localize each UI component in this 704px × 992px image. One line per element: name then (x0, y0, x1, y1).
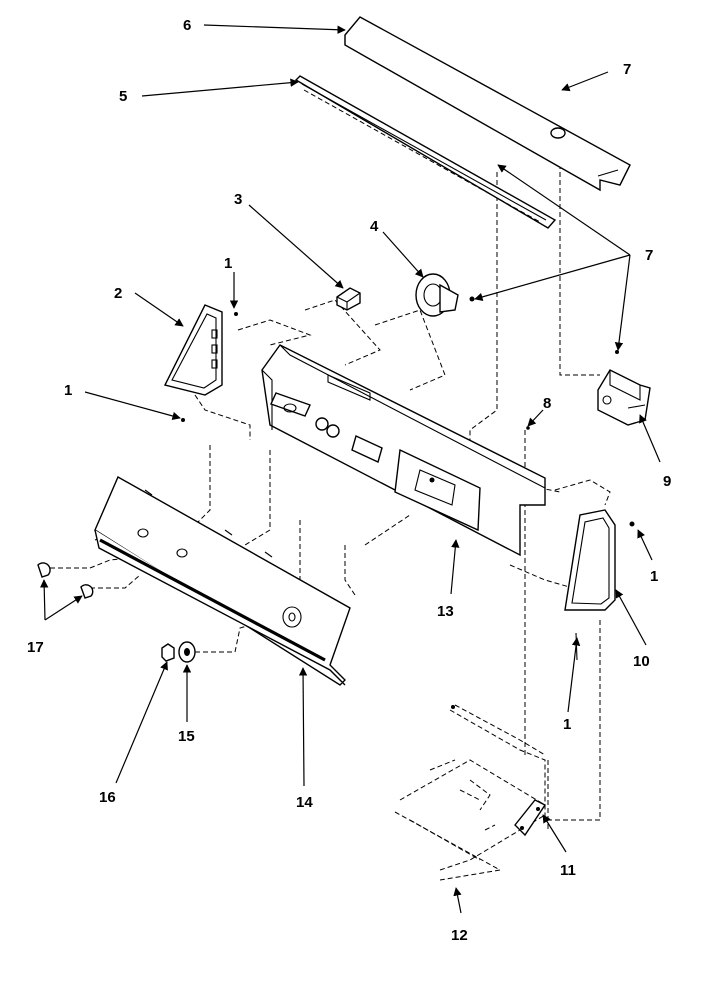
callout-labels: 6 5 7 3 4 7 1 2 1 8 9 1 10 13 1 11 12 14… (27, 17, 671, 944)
callout-17: 17 (27, 639, 44, 656)
part-5-trim-strip (294, 75, 557, 229)
part-16-knob-insert (161, 643, 175, 662)
callout-4: 4 (370, 218, 379, 235)
callout-11: 11 (560, 862, 576, 879)
callout-6: 6 (183, 17, 191, 34)
callout-13: 13 (437, 603, 454, 620)
part-10-right-end-cap (564, 509, 635, 661)
callout-9: 9 (663, 473, 671, 490)
part-9-timer (597, 350, 651, 426)
callout-8: 8 (543, 395, 551, 412)
callout-16: 16 (99, 789, 116, 806)
callout-5: 5 (119, 88, 127, 105)
part-2-left-end-cap (163, 304, 238, 422)
leader-lines (39, 24, 661, 914)
callout-1-right: 1 (650, 568, 658, 585)
callout-3: 3 (234, 191, 242, 208)
callout-12: 12 (451, 927, 468, 944)
part-4-dial-mechanism (415, 273, 475, 317)
callout-1-upper-left: 1 (224, 255, 232, 272)
callout-10: 10 (633, 653, 650, 670)
part-12-cabinet-top (394, 705, 546, 881)
callout-2: 2 (114, 285, 122, 302)
callout-15: 15 (178, 728, 195, 745)
part-15-knob (178, 641, 196, 663)
part-3-switch (336, 287, 361, 311)
callout-7-right: 7 (645, 247, 653, 264)
part-14-front-panel (94, 476, 351, 686)
part-13-control-panel-frame (261, 344, 546, 557)
part-17-knobs (37, 562, 94, 599)
part-11-bracket (514, 799, 547, 837)
callout-1-bottom: 1 (563, 716, 571, 733)
callout-14: 14 (296, 794, 313, 811)
callout-1-left: 1 (64, 382, 72, 399)
part-6-top-cover (344, 16, 631, 192)
callout-7-top: 7 (623, 61, 631, 78)
